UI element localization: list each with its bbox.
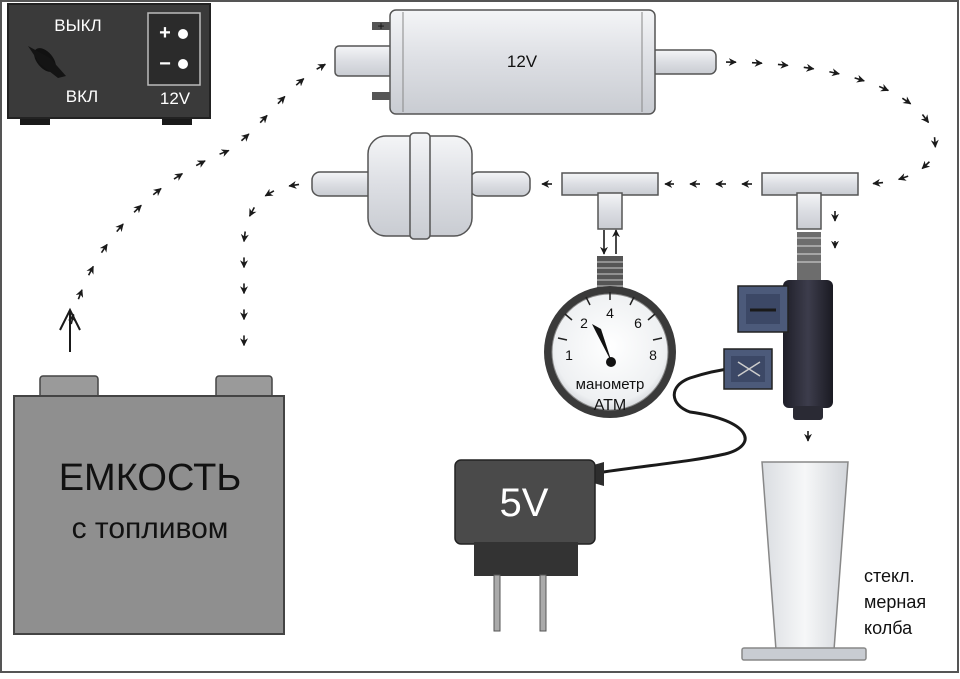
flow-pump-to-tee-arrow <box>902 98 910 104</box>
flow-pump-to-tee-arrow <box>922 162 929 169</box>
fuel-pump: + 12V <box>335 10 716 114</box>
flow-tank-to-pump-arrow <box>134 205 141 212</box>
flow-tank-to-pump-arrow <box>101 244 107 252</box>
flow-pump-to-tee-arrow <box>752 63 762 64</box>
flow-pump-to-tee-arrow <box>855 78 865 81</box>
flow-pump-to-tee-arrow <box>899 176 908 179</box>
gauge-scale-6: 6 <box>634 315 642 331</box>
flow-filter-to-tank-arrow <box>289 184 299 185</box>
flow-pump-to-tee-arrow <box>922 115 928 123</box>
flow-pump-to-tee-arrow <box>873 183 883 184</box>
flow-tank-to-pump-arrow <box>117 224 123 232</box>
injector-connector[interactable] <box>738 286 788 332</box>
tank-outlet-up-arrow <box>60 310 80 352</box>
pressure-gauge: 1 2 4 6 8 манометр АТМ <box>544 256 676 418</box>
flow-pump-to-tee-arrow <box>935 137 936 147</box>
tank-label-line2: с топливом <box>72 512 229 545</box>
flow-tank-to-pump-arrow <box>78 290 82 299</box>
flask-label-line1: стекл. <box>864 566 915 586</box>
power-supply: ВЫКЛ ВКЛ + − 12V <box>8 4 210 125</box>
adapter-plug-connector[interactable] <box>724 349 772 389</box>
pump-terminal-minus[interactable] <box>372 92 390 100</box>
tee-fitting-injector <box>762 173 858 229</box>
switch-on-label: ВКЛ <box>66 87 98 106</box>
flow-pump-to-tee-arrow <box>778 64 788 65</box>
flow-pump-to-tee-arrow <box>804 67 814 68</box>
measuring-flask: стекл. мерная колба <box>742 462 926 660</box>
flow-pump-to-tee-arrow <box>879 86 888 90</box>
plus-terminal[interactable] <box>178 29 188 39</box>
plus-terminal-label: + <box>159 22 171 44</box>
gauge-scale-4: 4 <box>606 305 614 321</box>
minus-terminal[interactable] <box>178 59 188 69</box>
flow-tank-to-pump-arrow <box>260 115 267 122</box>
flow-filter-to-tank-arrow <box>265 191 274 196</box>
fuel-tank: ЕМКОСТЬ с топливом <box>14 376 284 634</box>
flow-tank-to-pump-arrow <box>153 188 161 194</box>
gauge-scale-8: 8 <box>649 347 657 363</box>
flask-label-line3: колба <box>864 618 913 638</box>
svg-text:+: + <box>377 19 384 33</box>
power-supply-voltage-label: 12V <box>160 89 191 108</box>
flow-tank-to-pump-arrow <box>174 174 182 179</box>
flow-pump-to-tee-arrow <box>829 72 839 74</box>
gauge-name-label: манометр <box>576 376 645 393</box>
gauge-scale-2: 2 <box>580 315 588 331</box>
flow-filter-to-tank-arrow <box>244 232 245 242</box>
flow-tank-to-pump-arrow <box>317 64 326 69</box>
flow-tank-to-pump-arrow <box>89 266 94 275</box>
fuel-filter <box>312 133 530 239</box>
adapter-voltage-label: 5V <box>500 481 549 525</box>
minus-terminal-label: − <box>159 53 171 75</box>
tank-label-line1: ЕМКОСТЬ <box>59 457 242 499</box>
flow-tank-to-pump-arrow <box>196 161 205 166</box>
flow-tank-to-pump-arrow <box>278 96 285 103</box>
flow-tank-to-pump-arrow <box>296 79 304 86</box>
gauge-scale-1: 1 <box>565 347 573 363</box>
flow-filter-to-tank-arrow <box>250 207 255 216</box>
switch-off-label: ВЫКЛ <box>54 16 101 35</box>
pump-voltage-label: 12V <box>507 52 538 71</box>
flask-label-line2: мерная <box>864 592 926 612</box>
tee-fitting-gauge <box>562 173 658 229</box>
gauge-unit-label: АТМ <box>594 397 627 414</box>
flow-tank-to-pump-arrow <box>220 150 229 154</box>
flow-tank-to-pump-arrow <box>241 134 248 141</box>
fuel-injector <box>738 232 833 420</box>
